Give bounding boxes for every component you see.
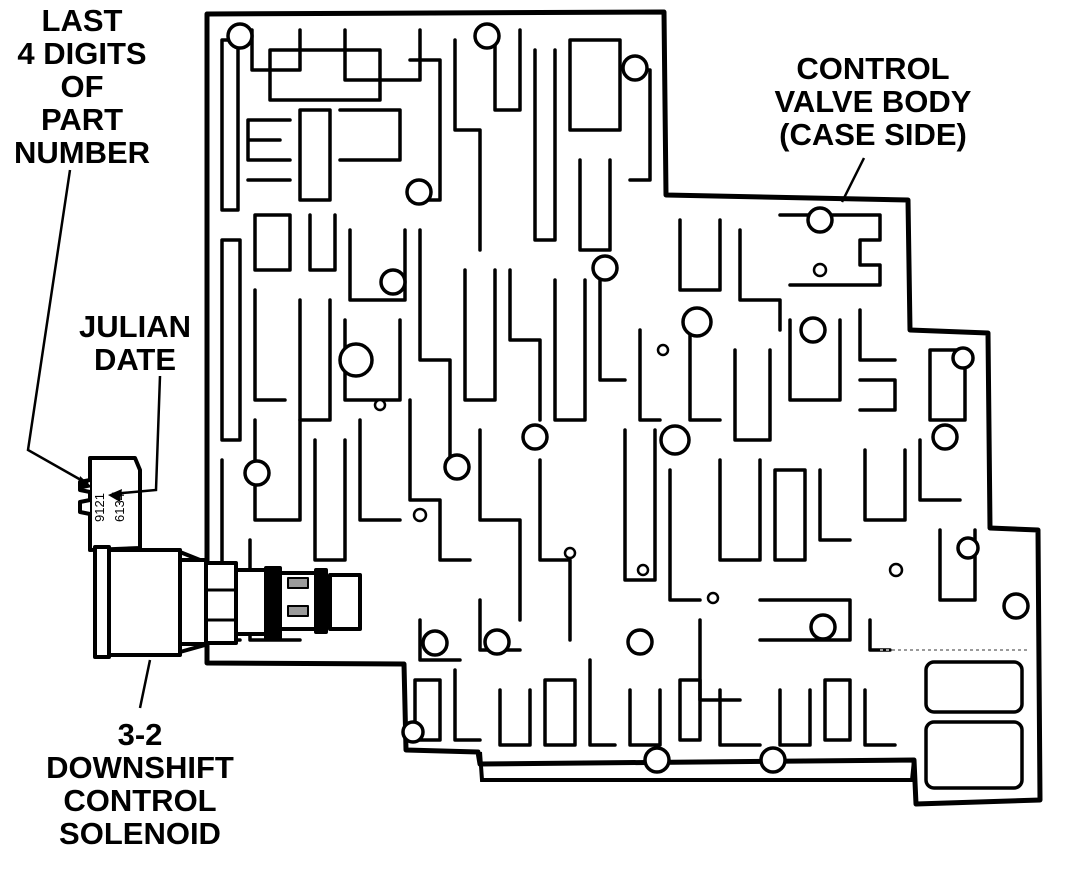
leader-valve-body: [840, 157, 866, 203]
label-valve-body-line: CONTROL: [796, 51, 950, 86]
leader-lines: [26, 157, 866, 709]
part-digits-stamp: 9121: [92, 493, 107, 522]
julian-digits-stamp: 6134: [112, 493, 127, 522]
valve-body-outline: [204, 9, 1043, 807]
label-solenoid-line: CONTROL: [63, 783, 217, 818]
label-solenoid-line: 3-2: [117, 717, 163, 752]
gasket-pads: [924, 660, 1024, 790]
label-valve-body-line: (CASE SIDE): [779, 117, 967, 152]
label-part-number-line: LAST: [41, 3, 123, 38]
lower-flange: [478, 751, 916, 782]
label-solenoid-line: SOLENOID: [59, 816, 221, 851]
label-solenoid: 3-2 DOWNSHIFT CONTROL SOLENOID: [34, 718, 246, 850]
downshift-solenoid: [78, 456, 362, 659]
fluid-passages: [220, 28, 977, 747]
arrowheads: [78, 476, 122, 502]
label-solenoid-line: DOWNSHIFT: [46, 750, 234, 785]
label-part-number-line: PART: [40, 102, 124, 137]
label-valve-body: CONTROL VALVE BODY (CASE SIDE): [762, 52, 984, 151]
label-julian-date: JULIAN DATE: [70, 310, 200, 376]
label-julian-date-line: JULIAN: [79, 309, 191, 344]
label-julian-date-line: DATE: [93, 342, 177, 377]
label-part-number-line: OF: [60, 69, 104, 104]
label-part-number-line: NUMBER: [13, 135, 151, 170]
leader-solenoid: [138, 659, 152, 709]
label-part-number: LAST 4 DIGITS OF PART NUMBER: [4, 4, 160, 169]
label-part-number-line: 4 DIGITS: [17, 36, 147, 71]
small-ports: [373, 262, 904, 605]
leader-julian-date: [111, 375, 162, 496]
label-valve-body-line: VALVE BODY: [774, 84, 972, 119]
bolt-holes: [226, 22, 1030, 774]
leader-part-number: [26, 169, 89, 486]
